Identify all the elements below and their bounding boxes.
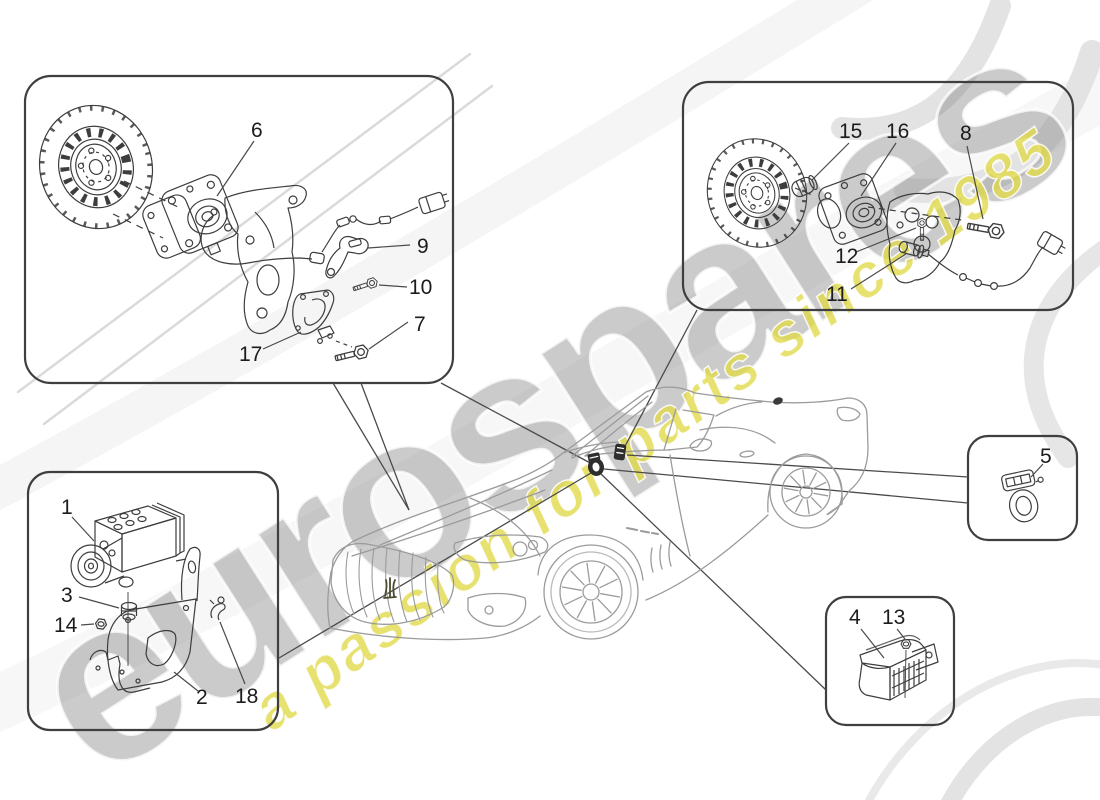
callout-16: 16 <box>886 120 910 143</box>
module-panel-callout-leaders <box>860 628 906 659</box>
bolt-10-drawing <box>351 276 380 294</box>
callout-12: 12 <box>835 245 859 268</box>
front-knuckle-drawing <box>224 184 307 335</box>
control-module-panel-drawing <box>858 628 939 701</box>
callout-11: 11 <box>826 283 848 306</box>
callout-10: 10 <box>409 276 433 299</box>
callout-6: 6 <box>251 119 263 142</box>
front-hub-drawing <box>142 174 239 259</box>
car-front-wheel <box>543 544 639 640</box>
callout-15: 15 <box>839 120 863 143</box>
callout-3: 3 <box>61 584 73 607</box>
car-tail-lamp <box>836 406 861 422</box>
callout-5: 5 <box>1040 445 1052 468</box>
front-hub-panel-box <box>23 74 455 385</box>
front-hub-panel-drawing <box>25 92 450 366</box>
ring-bracket-5-drawing <box>1001 469 1044 523</box>
callout-17: 17 <box>239 343 263 366</box>
axis-dashed-line-2 <box>112 213 164 239</box>
shield-plate-17-drawing <box>292 289 353 348</box>
callout-13: 13 <box>882 606 906 629</box>
front-brake-disc-drawing <box>25 92 167 242</box>
callout-9: 9 <box>417 235 429 258</box>
front-sensor-connector-drawing <box>418 191 450 215</box>
control-module-4-drawing <box>858 634 939 701</box>
sensor-bracket-panel-box <box>966 434 1079 542</box>
sensor-bracket-9-drawing <box>325 235 369 279</box>
car-fender-vents <box>650 541 672 573</box>
car-rear-arch <box>767 453 843 513</box>
callout-8: 8 <box>960 122 972 145</box>
callout-14: 14 <box>54 614 78 637</box>
sensor-bracket-panel-drawing <box>1001 463 1044 523</box>
callout-7: 7 <box>414 313 426 336</box>
axis-dashed-line <box>123 180 181 209</box>
callout-4: 4 <box>849 606 861 629</box>
car-side-badge <box>626 527 659 535</box>
car-rocker <box>645 514 769 601</box>
callout-1: 1 <box>61 496 73 519</box>
callout-2: 2 <box>196 686 208 709</box>
car-fog-light <box>484 605 494 615</box>
car-rear-lower <box>826 503 843 516</box>
leader-ring-to-module-panel <box>600 473 827 691</box>
front-abs-sensor-cable-drawing <box>200 191 450 265</box>
callout-18: 18 <box>235 685 259 708</box>
nut-13-drawing <box>900 639 912 649</box>
front-panel-callout-leaders <box>216 140 411 350</box>
car-door-handle <box>739 450 755 458</box>
car-rear-wheel <box>769 455 843 529</box>
